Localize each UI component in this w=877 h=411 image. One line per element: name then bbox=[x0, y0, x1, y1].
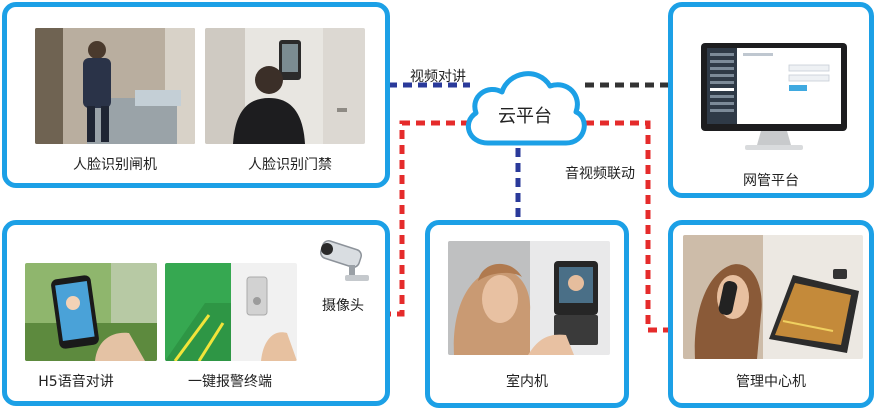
label-av-linkage: 音视频联动 bbox=[565, 166, 635, 182]
alarm-terminal-label: 一键报警终端 bbox=[188, 374, 272, 390]
indoor-unit-photo bbox=[448, 241, 610, 355]
management-center-group: 管理中心机 bbox=[668, 220, 874, 408]
face-gate-photo bbox=[35, 28, 195, 144]
mgmt-center-image bbox=[683, 235, 863, 359]
face-recognition-group: 人脸识别闸机 人脸识别门禁 bbox=[2, 2, 390, 188]
link-cloud-to-h5 bbox=[388, 120, 470, 317]
camera-icon bbox=[320, 240, 369, 281]
terminal-group: H5语音对讲 一键报警终端 摄像头 bbox=[2, 220, 390, 406]
camera-label: 摄像头 bbox=[322, 298, 364, 314]
alarm-terminal-photo bbox=[165, 263, 297, 361]
indoor-unit-label: 室内机 bbox=[506, 374, 548, 390]
h5-intercom-image bbox=[25, 263, 157, 361]
face-access-image bbox=[205, 28, 365, 144]
indoor-unit-group: 室内机 bbox=[425, 220, 629, 408]
h5-intercom-photo bbox=[25, 263, 157, 361]
face-gate-image bbox=[35, 28, 195, 144]
cloud-label: 云平台 bbox=[498, 106, 552, 127]
network-management-group: 网管平台 bbox=[668, 2, 874, 198]
face-gate-label: 人脸识别闸机 bbox=[73, 157, 157, 173]
alarm-terminal-image bbox=[165, 263, 297, 361]
face-access-label: 人脸识别门禁 bbox=[248, 157, 332, 173]
label-video-intercom: 视频对讲 bbox=[410, 69, 466, 85]
indoor-unit-image bbox=[448, 241, 610, 355]
h5-intercom-label: H5语音对讲 bbox=[38, 374, 114, 390]
cloud-icon bbox=[465, 71, 587, 146]
monitor-icon bbox=[701, 43, 847, 150]
mgmt-center-photo bbox=[683, 235, 863, 359]
network-mgmt-label: 网管平台 bbox=[743, 173, 799, 189]
face-access-photo bbox=[205, 28, 365, 144]
mgmt-center-label: 管理中心机 bbox=[736, 374, 806, 390]
link-cloud-to-center bbox=[585, 120, 668, 333]
